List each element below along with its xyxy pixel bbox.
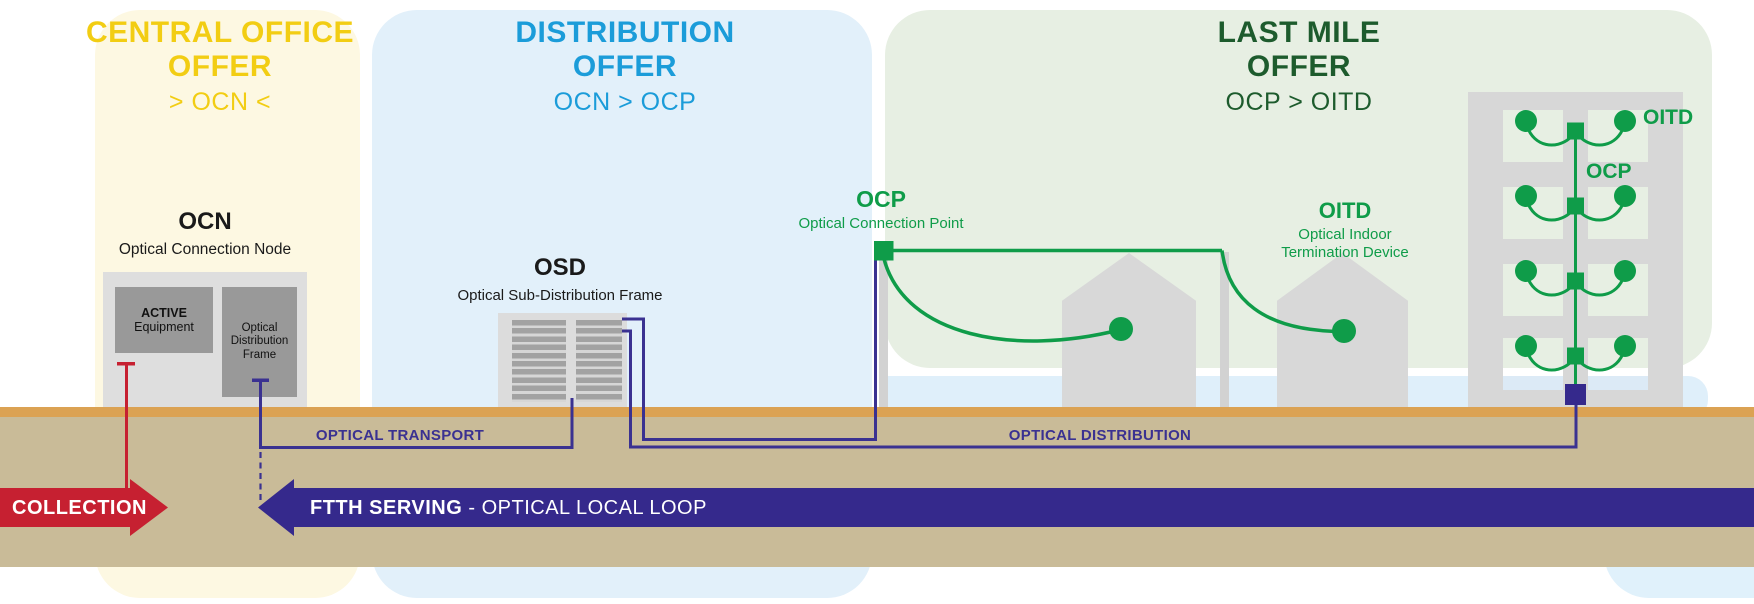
oitd-dot: [1515, 260, 1537, 282]
section-subtitle: OCN > OCP: [553, 88, 697, 116]
floor-ocp-square: [1567, 272, 1584, 290]
central-office-header: CENTRAL OFFICE OFFER > OCN <: [50, 16, 390, 117]
floor-ocp-square: [1567, 347, 1584, 365]
oitd-label: OITD Optical Indoor Termination Device: [1235, 198, 1455, 261]
osd-rack: [498, 313, 627, 407]
collection-arrow-label: COLLECTION: [12, 497, 147, 519]
section-title: CENTRAL OFFICE: [85, 16, 355, 49]
ocp-name: Optical Connection Point: [798, 215, 964, 232]
oitd-dot-house2: [1332, 319, 1356, 343]
ocn-label: OCN Optical Connection Node: [85, 208, 325, 259]
ftth-serving-label-rest: - OPTICAL LOCAL LOOP: [462, 497, 707, 519]
ocp-pole: [879, 252, 888, 407]
section-subtitle: > OCN <: [168, 88, 272, 116]
oitd-dot-house1: [1109, 317, 1133, 341]
ocn-abbr: OCN: [178, 208, 232, 235]
oitd-dot: [1515, 335, 1537, 357]
oitd-name-line1: Optical Indoor: [1298, 226, 1392, 243]
distribution-header: DISTRIBUTION OFFER OCN > OCP: [455, 16, 795, 117]
active-equipment-line2: Equipment: [134, 320, 194, 334]
optical-transport-label: OPTICAL TRANSPORT: [315, 427, 485, 444]
building-oitd-label: OITD: [1643, 106, 1694, 129]
section-title: OFFER: [572, 50, 678, 83]
active-equipment-line1: ACTIVE: [141, 306, 187, 320]
oitd-dot: [1515, 110, 1537, 132]
collection-arrow: [0, 479, 168, 536]
street-pole: [1220, 252, 1229, 407]
ocp-label: OCP Optical Connection Point: [771, 186, 991, 232]
floor-ocp-square: [1567, 197, 1584, 215]
section-title: DISTRIBUTION: [515, 16, 735, 49]
ftth-serving-label-bold: FTTH SERVING: [310, 497, 463, 519]
optical-transport-line: [259, 380, 574, 449]
ocp-abbr: OCP: [856, 186, 906, 212]
osd-abbr: OSD: [533, 254, 586, 281]
oitd-dot: [1515, 185, 1537, 207]
oitd-name-line2: Termination Device: [1281, 243, 1409, 261]
osd-rack-slats-left: [512, 320, 566, 402]
oitd-dot: [1614, 185, 1636, 207]
osd-rack-slats-right: [576, 320, 622, 402]
drop-fiber-house2: [1220, 250, 1343, 334]
oitd-dot: [1614, 110, 1636, 132]
ocp-square: [874, 241, 894, 261]
building-entry-square: [1565, 384, 1586, 405]
section-subtitle: OCP > OITD: [1225, 88, 1373, 116]
optical-distribution-label: OPTICAL DISTRIBUTION: [1008, 427, 1192, 444]
drop-fiber-house1: [882, 258, 1120, 343]
ftth-serving-arrow-label: FTTH SERVING - OPTICAL LOCAL LOOP: [310, 497, 707, 520]
ftth-serving-arrow: [258, 479, 1754, 536]
building-ocp-label: OCP: [1586, 160, 1632, 183]
floor-ocp-square: [1567, 122, 1584, 140]
odf-name: Optical Distribution Frame: [230, 321, 289, 361]
active-equipment-box: ACTIVE Equipment: [115, 287, 213, 353]
osd-name: Optical Sub-Distribution Frame: [457, 287, 663, 304]
section-title: OFFER: [167, 50, 273, 83]
oitd-dot: [1614, 335, 1636, 357]
distribution-line-to-ocp: [622, 252, 877, 441]
section-title: OFFER: [1246, 50, 1352, 83]
oitd-dot: [1614, 260, 1636, 282]
osd-label: OSD Optical Sub-Distribution Frame: [440, 254, 680, 304]
ocn-name: Optical Connection Node: [118, 241, 292, 258]
distribution-line-to-building: [622, 329, 1578, 449]
oitd-abbr: OITD: [1318, 198, 1372, 223]
last-mile-header: LAST MILE OFFER OCP > OITD: [1129, 16, 1469, 117]
section-title: LAST MILE: [1217, 16, 1381, 49]
